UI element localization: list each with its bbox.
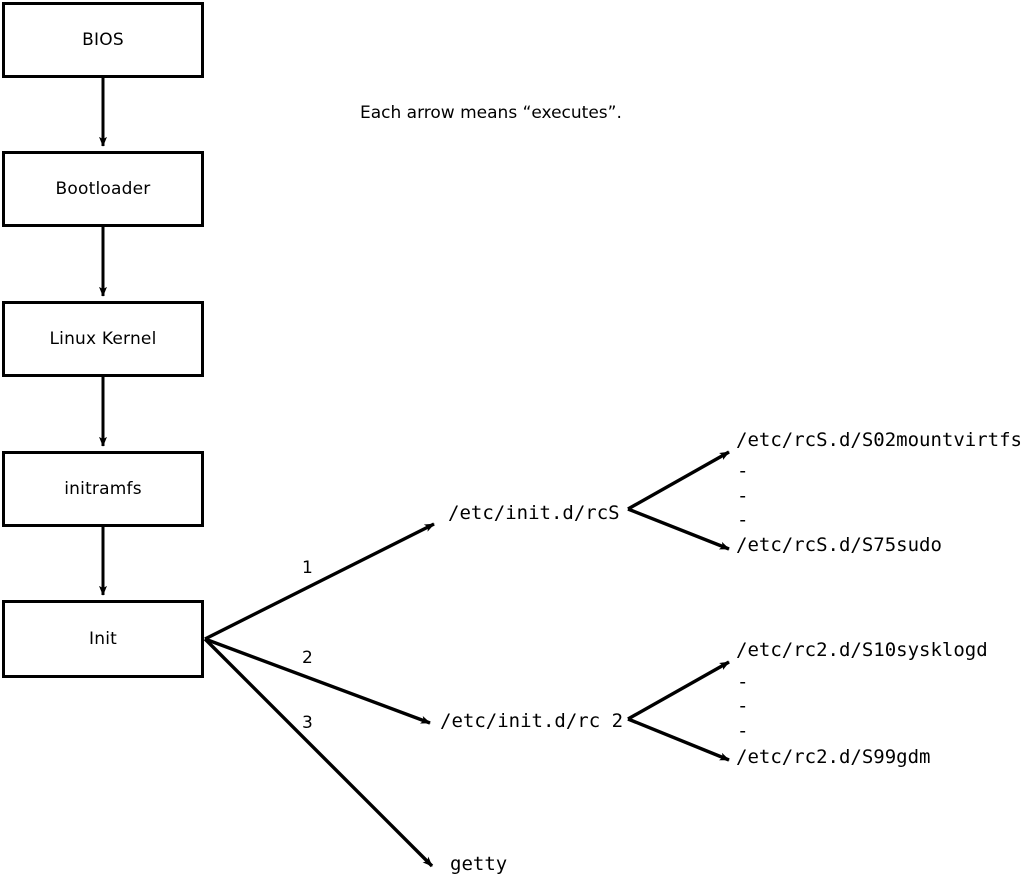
node-getty[interactable]: getty (450, 853, 508, 875)
node-initramfs-label: initramfs (64, 479, 142, 499)
ellipsis-dash-rc2-1: - (737, 671, 749, 693)
script-rc2-first[interactable]: /etc/rc2.d/S10sysklogd (736, 639, 988, 661)
node-init-label: Init (89, 629, 117, 649)
edge-init-to-rcS (204, 522, 435, 641)
ellipsis-dash-rcS-1: - (737, 460, 749, 482)
node-linux-kernel[interactable]: Linux Kernel (2, 301, 204, 377)
script-rcS-first[interactable]: /etc/rcS.d/S02mountvirtfs (736, 429, 1022, 451)
node-init-d-rc2[interactable]: /etc/init.d/rc 2 (440, 710, 624, 732)
caption-text: Each arrow means “executes”. (360, 103, 622, 123)
node-bios-label: BIOS (82, 30, 124, 50)
node-initramfs[interactable]: initramfs (2, 451, 204, 527)
edge-number-2: 2 (302, 648, 313, 668)
node-linux-kernel-label: Linux Kernel (49, 329, 157, 349)
node-init-d-rcS[interactable]: /etc/init.d/rcS (448, 502, 620, 524)
edge-init-to-getty (203, 637, 434, 868)
script-rcS-last[interactable]: /etc/rcS.d/S75sudo (736, 534, 942, 556)
ellipsis-dash-rcS-3: - (737, 509, 749, 531)
ellipsis-dash-rc2-2: - (737, 695, 749, 717)
edge-rc2-to-first-script (627, 660, 730, 721)
ellipsis-dash-rc2-3: - (737, 720, 749, 742)
node-bootloader-label: Bootloader (55, 179, 151, 199)
edge-init-to-rc2 (204, 637, 431, 725)
edge-number-1: 1 (302, 558, 313, 578)
node-init[interactable]: Init (2, 600, 204, 678)
edge-rcS-to-last-script (627, 507, 730, 551)
node-bootloader[interactable]: Bootloader (2, 151, 204, 227)
edge-rc2-to-last-script (627, 717, 730, 762)
script-rc2-last[interactable]: /etc/rc2.d/S99gdm (736, 746, 931, 768)
ellipsis-dash-rcS-2: - (737, 485, 749, 507)
edge-rcS-to-first-script (627, 450, 730, 511)
node-bios[interactable]: BIOS (2, 2, 204, 78)
edge-number-3: 3 (302, 713, 313, 733)
